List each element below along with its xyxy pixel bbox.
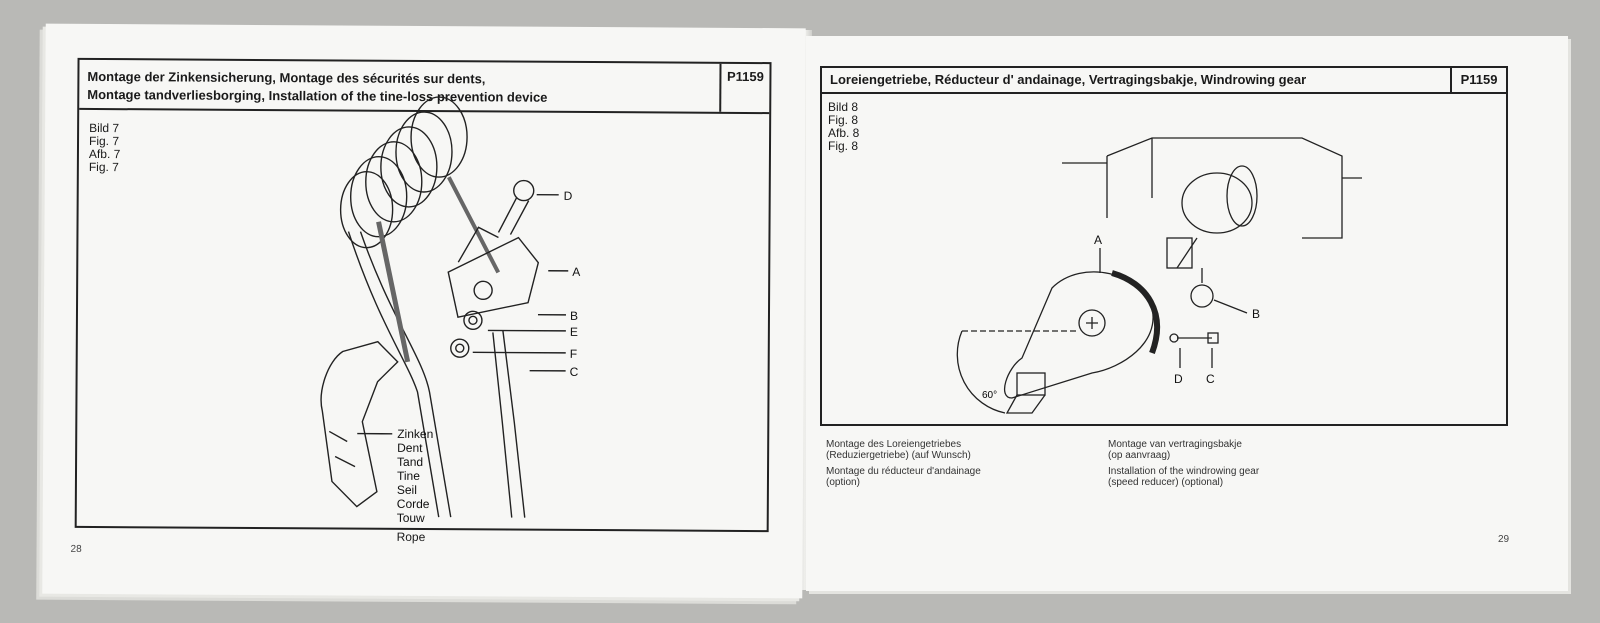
caption-en: Installation of the windrowing gear (spe… [1108, 466, 1259, 488]
caption-line: (op aanvraag) [1108, 450, 1171, 461]
caption-line: Montage van vertragingsbakje [1108, 439, 1242, 450]
rope-label-de: Seil [397, 483, 417, 497]
tine-label-nl: Tand [397, 455, 423, 469]
callout-d: D [1174, 372, 1183, 386]
tine-illustration: D A B E F C Zinken Dent Tand Tine Seil C… [320, 96, 580, 525]
figure-label: Bild 8 [828, 100, 859, 114]
callout-e: E [570, 325, 578, 339]
right-page-number: 29 [1498, 534, 1510, 545]
right-header-code: P1159 [1450, 68, 1506, 92]
caption-line: (option) [826, 477, 860, 488]
right-page: Loreiengetriebe, Réducteur d' andainage,… [806, 36, 1568, 591]
callout-d: D [564, 189, 573, 203]
left-page-number: 28 [70, 543, 82, 555]
right-header-title: Loreiengetriebe, Réducteur d' andainage,… [830, 72, 1307, 87]
rope-label-en: Rope [396, 529, 426, 545]
caption-de: Montage des Loreiengetriebes (Reduzierge… [826, 439, 971, 461]
tine-label-en: Tine [397, 469, 420, 483]
caption-line: (Reduziergetriebe) (auf Wunsch) [826, 450, 971, 461]
callout-a: A [572, 265, 580, 279]
callout-f: F [570, 347, 577, 361]
right-header: Loreiengetriebe, Réducteur d' andainage,… [822, 68, 1506, 94]
caption-line: Installation of the windrowing gear [1108, 466, 1260, 477]
figure-label: Fig. 8 [828, 113, 859, 127]
tine-label-de: Zinken [397, 427, 433, 441]
callout-c: C [1206, 372, 1215, 386]
caption-line: Montage du réducteur d'andainage [826, 466, 981, 477]
left-figure-frame: Montage der Zinkensicherung, Montage des… [74, 57, 772, 544]
rope-label-nl: Touw [397, 511, 425, 525]
caption-line: Montage des Loreiengetriebes [826, 439, 962, 450]
windrowing-gear-illustration: A B D C 60° [956, 137, 1362, 414]
figure-label: Afb. 8 [828, 126, 860, 140]
angle-label: 60° [982, 390, 997, 401]
callout-b: B [570, 309, 578, 323]
left-page: Montage der Zinkensicherung, Montage des… [42, 23, 806, 599]
caption-fr: Montage du réducteur d'andainage (option… [826, 466, 981, 488]
callout-b: B [1252, 307, 1260, 321]
caption-line: (speed reducer) (optional) [1108, 477, 1224, 488]
rope-label-fr: Corde [397, 497, 430, 511]
caption-nl: Montage van vertragingsbakje (op aanvraa… [1108, 439, 1242, 461]
right-figure-frame: Loreiengetriebe, Réducteur d' andainage,… [820, 66, 1508, 426]
tine-label-fr: Dent [397, 441, 423, 455]
right-figure-labels: Bild 8 Fig. 8 Afb. 8 Fig. 8 [828, 101, 859, 153]
callout-a: A [1094, 233, 1102, 247]
figure-label: Fig. 8 [828, 139, 859, 153]
callout-c: C [570, 365, 579, 379]
